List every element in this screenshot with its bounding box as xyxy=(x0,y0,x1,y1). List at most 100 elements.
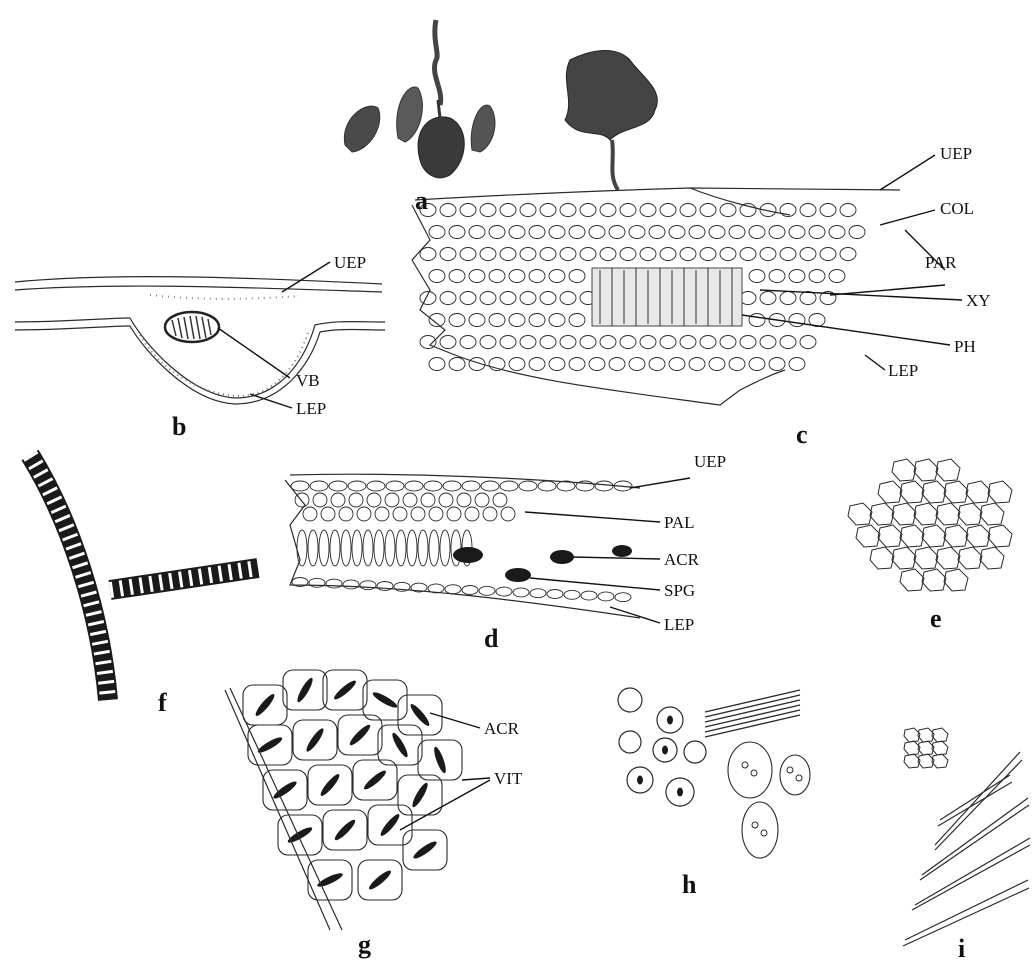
cell xyxy=(520,336,536,349)
cell xyxy=(749,270,765,283)
cell xyxy=(500,292,516,305)
label-b-vb: VB xyxy=(296,372,320,389)
cell xyxy=(789,226,805,239)
cell xyxy=(820,204,836,217)
cell xyxy=(560,336,576,349)
cell xyxy=(529,270,545,283)
cell xyxy=(620,204,636,217)
cell xyxy=(469,314,485,327)
panel-label-h: h xyxy=(682,872,696,898)
cell xyxy=(500,336,516,349)
cell xyxy=(600,336,616,349)
cell xyxy=(540,336,556,349)
panel-i-acicular-crystals xyxy=(903,728,1030,946)
cell xyxy=(760,336,776,349)
cell xyxy=(720,336,736,349)
cell xyxy=(580,204,596,217)
cell xyxy=(509,226,525,239)
label-c-lep: LEP xyxy=(888,362,918,379)
cell xyxy=(720,204,736,217)
cell xyxy=(700,204,716,217)
cell xyxy=(660,336,676,349)
cell xyxy=(480,248,496,261)
cell xyxy=(609,358,625,371)
cell xyxy=(540,204,556,217)
cell xyxy=(569,226,585,239)
cell xyxy=(740,336,756,349)
cell xyxy=(700,248,716,261)
cell xyxy=(589,358,605,371)
cell xyxy=(460,336,476,349)
cell xyxy=(569,270,585,283)
cell xyxy=(420,248,436,261)
label-g-acr: ACR xyxy=(484,720,519,737)
panel-label-e: e xyxy=(930,606,942,632)
cell xyxy=(760,292,776,305)
cell xyxy=(689,358,705,371)
cell xyxy=(469,270,485,283)
panel-label-f: f xyxy=(158,690,167,716)
cell xyxy=(680,204,696,217)
cell xyxy=(580,248,596,261)
cell xyxy=(700,336,716,349)
label-d-lep: LEP xyxy=(664,616,694,633)
label-c-xy: XY xyxy=(966,292,991,309)
cell xyxy=(640,336,656,349)
cell xyxy=(500,248,516,261)
panel-b-leaf-section xyxy=(15,277,385,404)
panel-e-epidermis-cells xyxy=(848,459,1012,591)
cell xyxy=(480,292,496,305)
panel-c-vascular-bundle xyxy=(592,268,742,326)
cell xyxy=(449,358,465,371)
label-b-lep: LEP xyxy=(296,400,326,417)
label-g-vit: VIT xyxy=(494,770,522,787)
cell xyxy=(729,358,745,371)
panel-g-cells-with-raphides xyxy=(225,670,462,930)
cell xyxy=(549,314,565,327)
cell xyxy=(600,248,616,261)
cell xyxy=(640,248,656,261)
cell xyxy=(800,204,816,217)
label-c-uep: UEP xyxy=(940,145,972,162)
label-d-pal: PAL xyxy=(664,514,695,531)
label-b-uep: UEP xyxy=(334,254,366,271)
cell xyxy=(800,336,816,349)
cell xyxy=(660,248,676,261)
cell xyxy=(460,204,476,217)
cell xyxy=(529,226,545,239)
cell xyxy=(689,226,705,239)
cell xyxy=(669,358,685,371)
cell xyxy=(809,270,825,283)
cell xyxy=(449,314,465,327)
cell xyxy=(560,248,576,261)
cell xyxy=(800,248,816,261)
cell xyxy=(620,336,636,349)
cell xyxy=(809,226,825,239)
cell xyxy=(780,336,796,349)
cell xyxy=(820,248,836,261)
cell xyxy=(669,226,685,239)
panel-label-d: d xyxy=(484,626,498,652)
cell xyxy=(509,270,525,283)
cell xyxy=(729,226,745,239)
label-d-spg: SPG xyxy=(664,582,695,599)
cell xyxy=(500,204,516,217)
cell xyxy=(660,204,676,217)
cell xyxy=(789,358,805,371)
cell xyxy=(600,204,616,217)
cell xyxy=(609,226,625,239)
cell xyxy=(789,314,805,327)
cell xyxy=(789,270,805,283)
cell xyxy=(829,226,845,239)
cell xyxy=(549,226,565,239)
panel-c-midrib-section xyxy=(412,188,900,405)
cell xyxy=(629,226,645,239)
cell xyxy=(440,204,456,217)
cell xyxy=(769,270,785,283)
cell xyxy=(480,204,496,217)
cell xyxy=(460,292,476,305)
cell xyxy=(440,292,456,305)
cell xyxy=(480,336,496,349)
cell xyxy=(489,270,505,283)
